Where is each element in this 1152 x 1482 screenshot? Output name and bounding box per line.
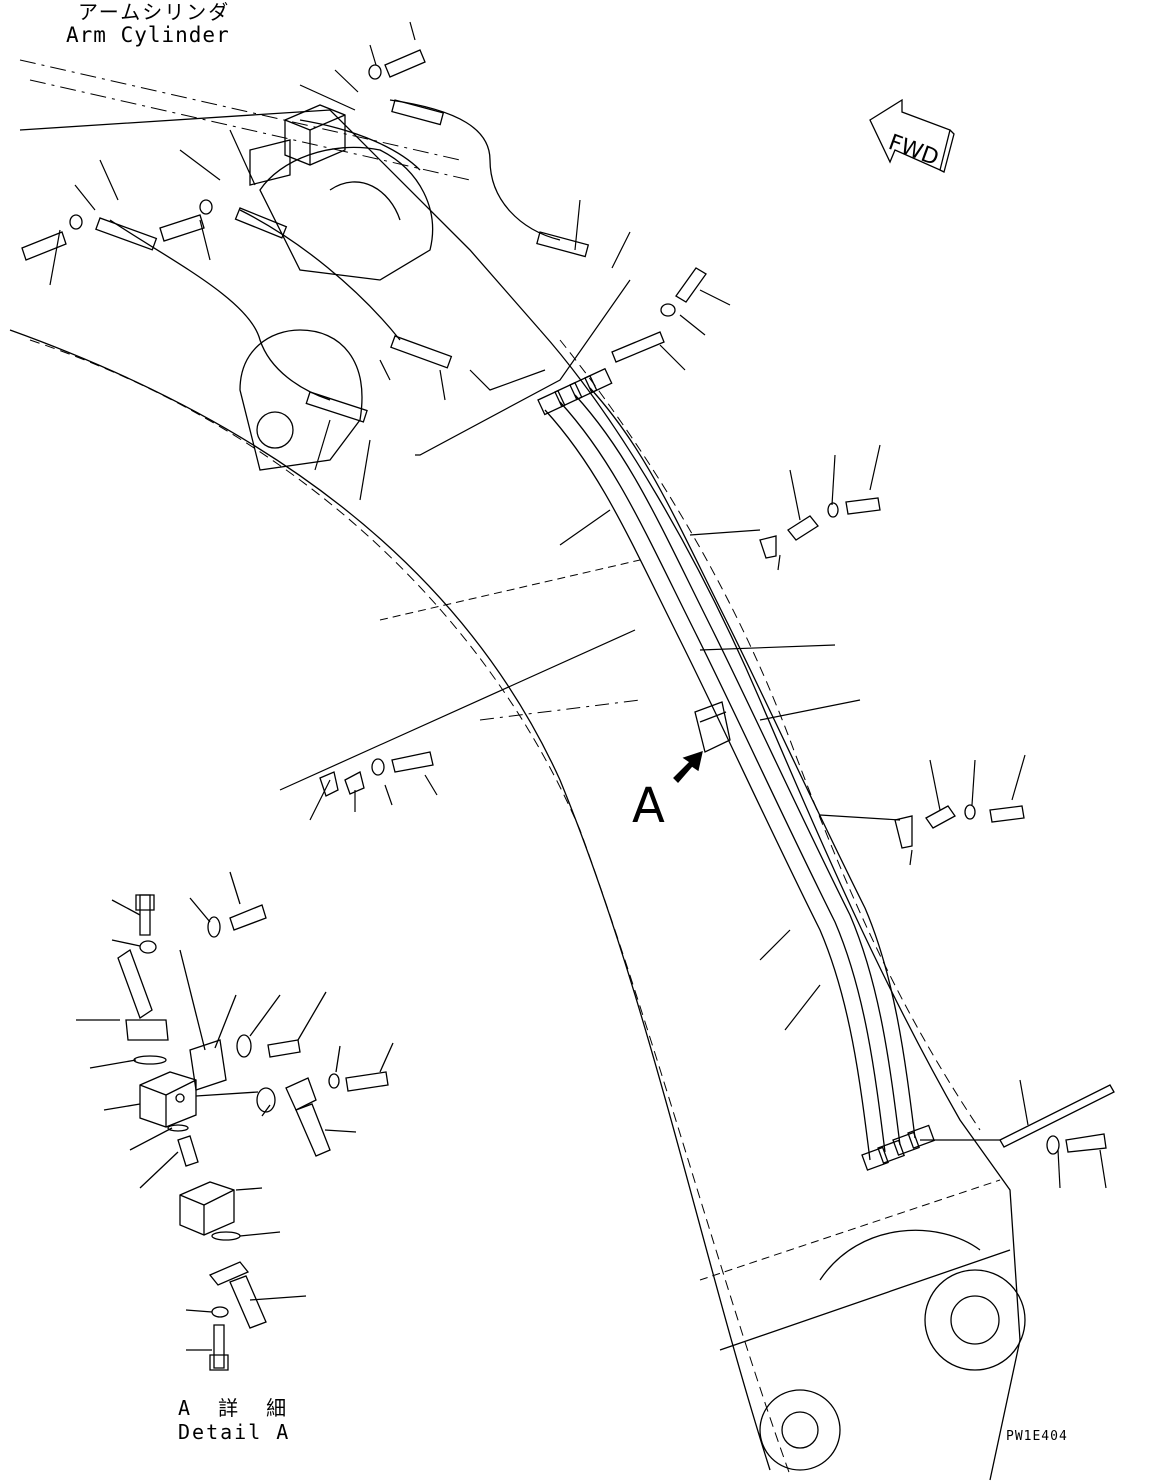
fwd-arrow	[869, 98, 951, 171]
hardware-parts	[21, 49, 1115, 1155]
arm-cylinder-label: Arm Cylinder	[66, 23, 230, 47]
arm-tip-bosses	[759, 1229, 1026, 1471]
arm-piping	[537, 367, 935, 1171]
fwd-arrow-shadow	[939, 129, 955, 173]
arm-cylinder-label-ja: アームシリンダ	[78, 0, 231, 24]
detail-a-parts	[76, 871, 394, 1371]
drawing-code: PW1E404	[1006, 1429, 1068, 1444]
valve-block	[249, 104, 346, 186]
detail-a-label: Detail A	[178, 1420, 291, 1444]
leader-lines	[49, 21, 1107, 1189]
cylinder-boss	[239, 146, 434, 471]
callout-arrow	[673, 751, 703, 783]
arm-outline	[9, 59, 1021, 1481]
callout-a-label: A	[632, 778, 665, 834]
hose-lines	[95, 99, 590, 423]
detail-a-label-ja: A 詳 細	[178, 1396, 295, 1420]
